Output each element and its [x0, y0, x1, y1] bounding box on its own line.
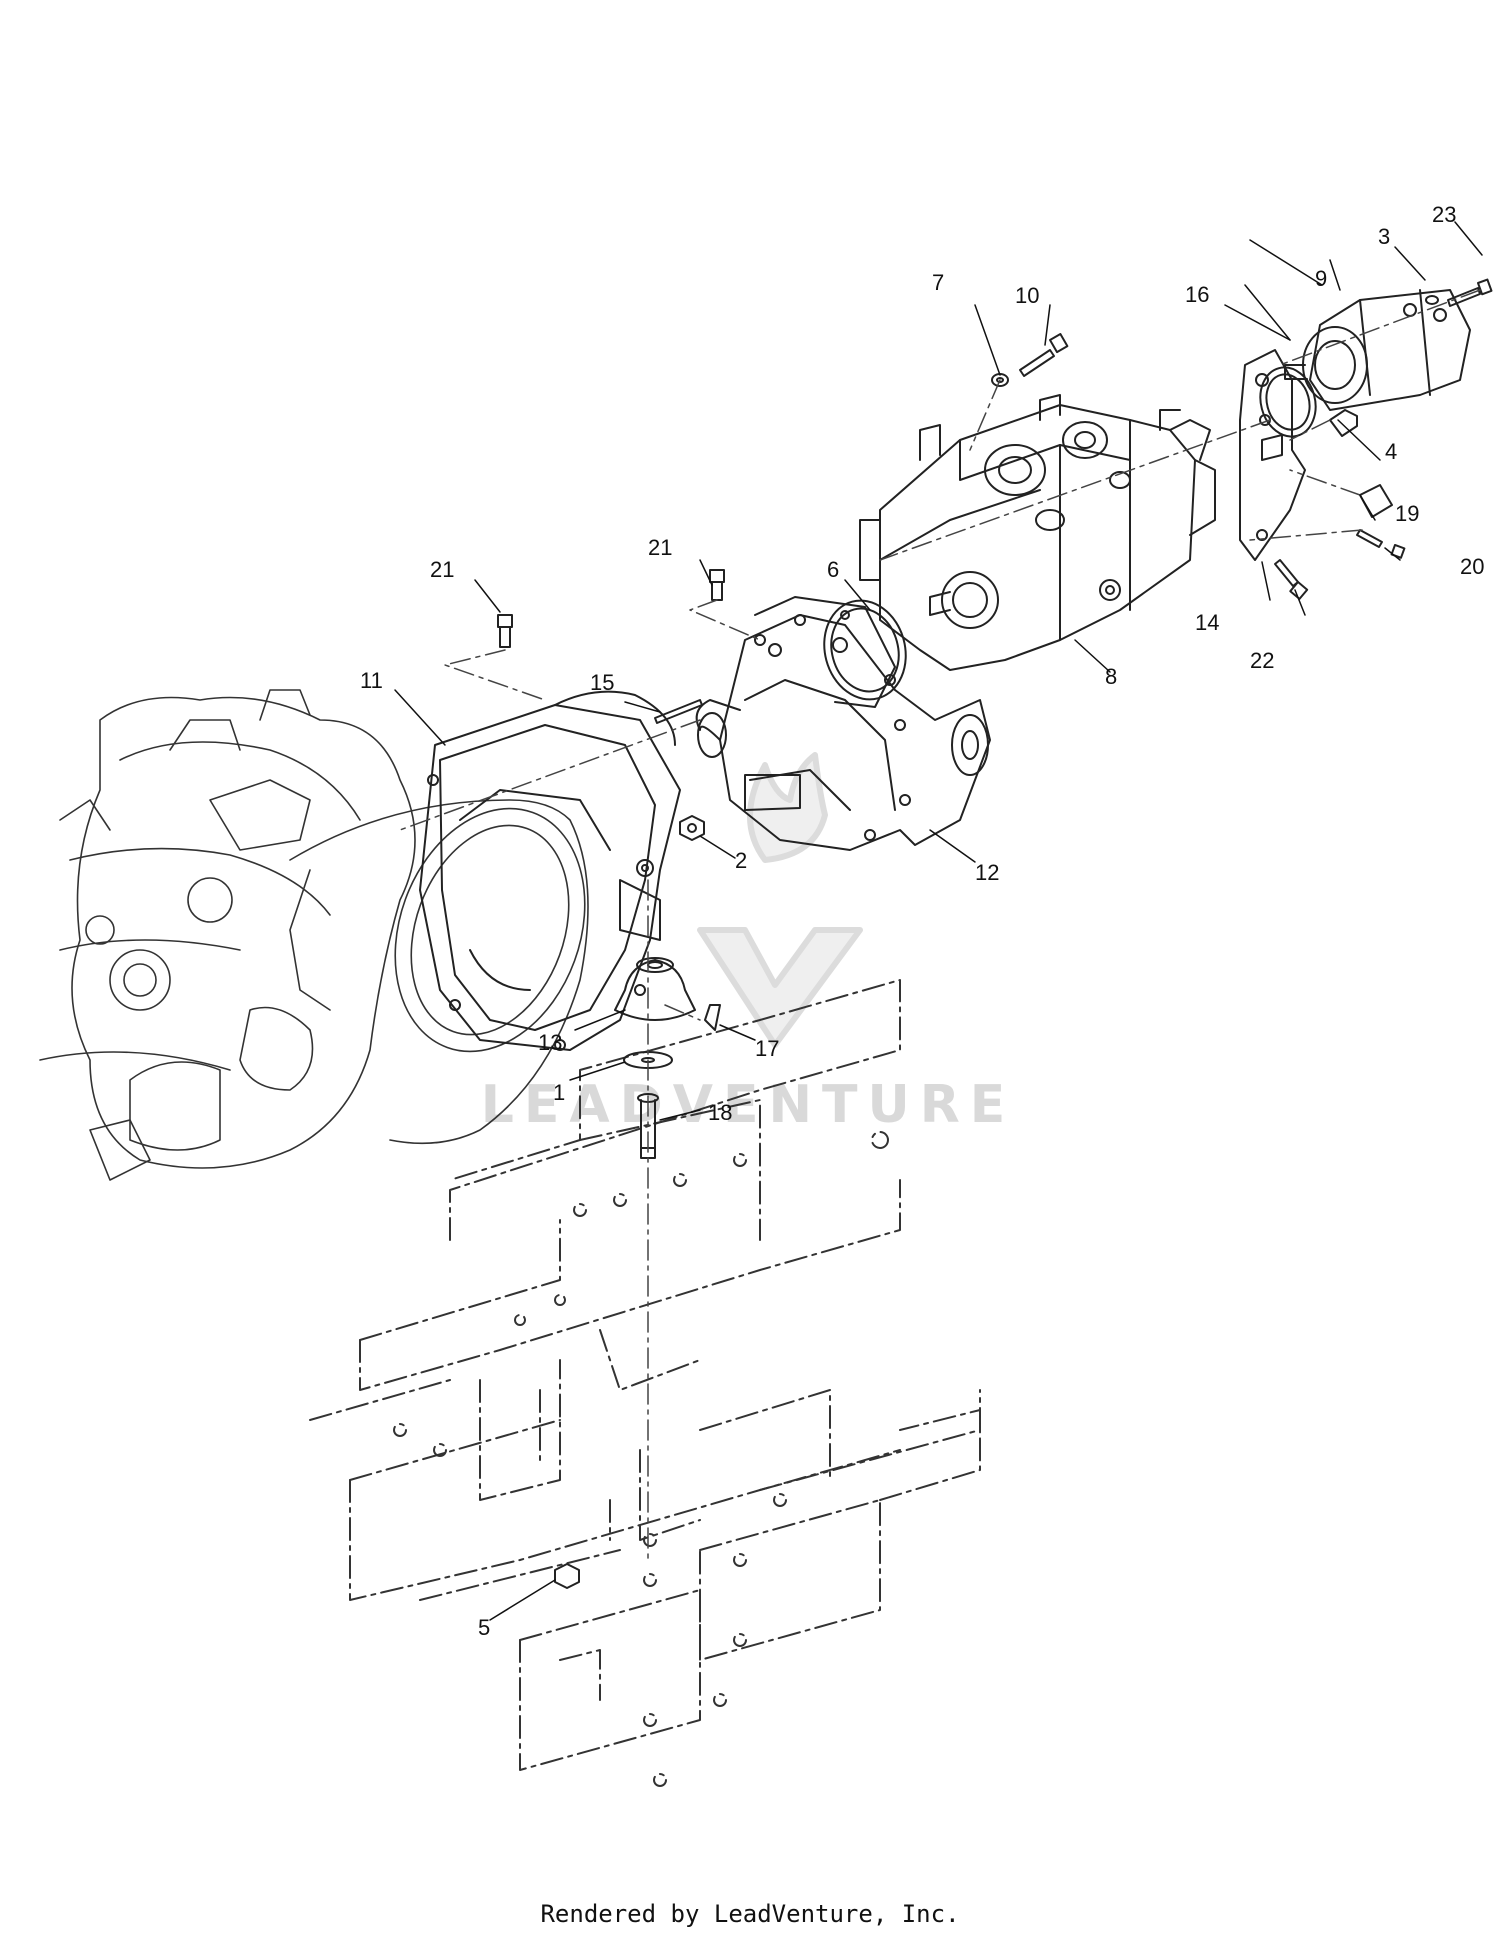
callout-labels: 23 3 9 16 10 7 4 19 20 14 22 8 6 21 21 1…	[360, 202, 1484, 1640]
watermark-text: LEADVENTURE	[481, 1075, 1016, 1135]
nut-2	[679, 815, 705, 841]
callout-13: 13	[538, 1030, 562, 1055]
washer-5	[1425, 295, 1439, 305]
callout-10: 10	[1015, 283, 1039, 308]
callout-23: 23	[1432, 202, 1456, 227]
bolt-21a	[497, 614, 513, 648]
engine-assembly	[39, 689, 589, 1181]
washer-7-hole	[996, 377, 1004, 383]
callout-16: 16	[1185, 282, 1209, 307]
nut-3	[554, 1563, 580, 1589]
spacer-19	[1359, 484, 1393, 518]
callout-4: 4	[1385, 439, 1397, 464]
alignment-lines	[399, 289, 1481, 1561]
callout-22: 22	[1250, 648, 1274, 673]
callout-19: 19	[1395, 501, 1419, 526]
callout-6: 6	[827, 557, 839, 582]
footer-credit: Rendered by LeadVenture, Inc.	[540, 1900, 960, 1928]
bolt-23	[1447, 278, 1493, 307]
callout-21b: 21	[648, 535, 672, 560]
callout-18: 18	[708, 1100, 732, 1125]
gearbox	[695, 596, 991, 851]
bolt-10	[1019, 333, 1069, 377]
charge-pump	[1284, 289, 1471, 411]
clip-4	[1329, 409, 1358, 437]
callout-21a: 21	[430, 557, 454, 582]
bolt-20	[1356, 529, 1406, 559]
callout-17: 17	[755, 1036, 779, 1061]
callout-14: 14	[1195, 610, 1219, 635]
callout-5: 3	[1378, 224, 1390, 249]
callout-15: 15	[590, 670, 614, 695]
o-ring-6-inner	[830, 607, 900, 693]
callout-8: 8	[1105, 664, 1117, 689]
o-ring-6	[823, 599, 907, 701]
callout-11: 11	[360, 668, 383, 693]
callout-3: 5	[478, 1615, 490, 1640]
callout-12: 12	[975, 860, 999, 885]
callout-20: 20	[1460, 554, 1484, 579]
bellhousing	[419, 690, 681, 1051]
o-ring-16-inner	[1265, 373, 1311, 431]
callout-2: 2	[735, 848, 747, 873]
pin-17	[704, 1004, 721, 1031]
frame-chassis	[309, 979, 981, 1787]
hydraulic-pump	[859, 394, 1216, 671]
isolator-mount-13	[614, 957, 696, 1021]
pin-15	[654, 699, 703, 724]
bolt-22	[1274, 559, 1309, 600]
callout-9: 9	[1315, 266, 1327, 291]
callout-7: 7	[932, 270, 944, 295]
watermark-logo	[697, 752, 863, 1048]
callout-1: 1	[553, 1080, 565, 1105]
leader-lines	[394, 221, 1483, 1621]
